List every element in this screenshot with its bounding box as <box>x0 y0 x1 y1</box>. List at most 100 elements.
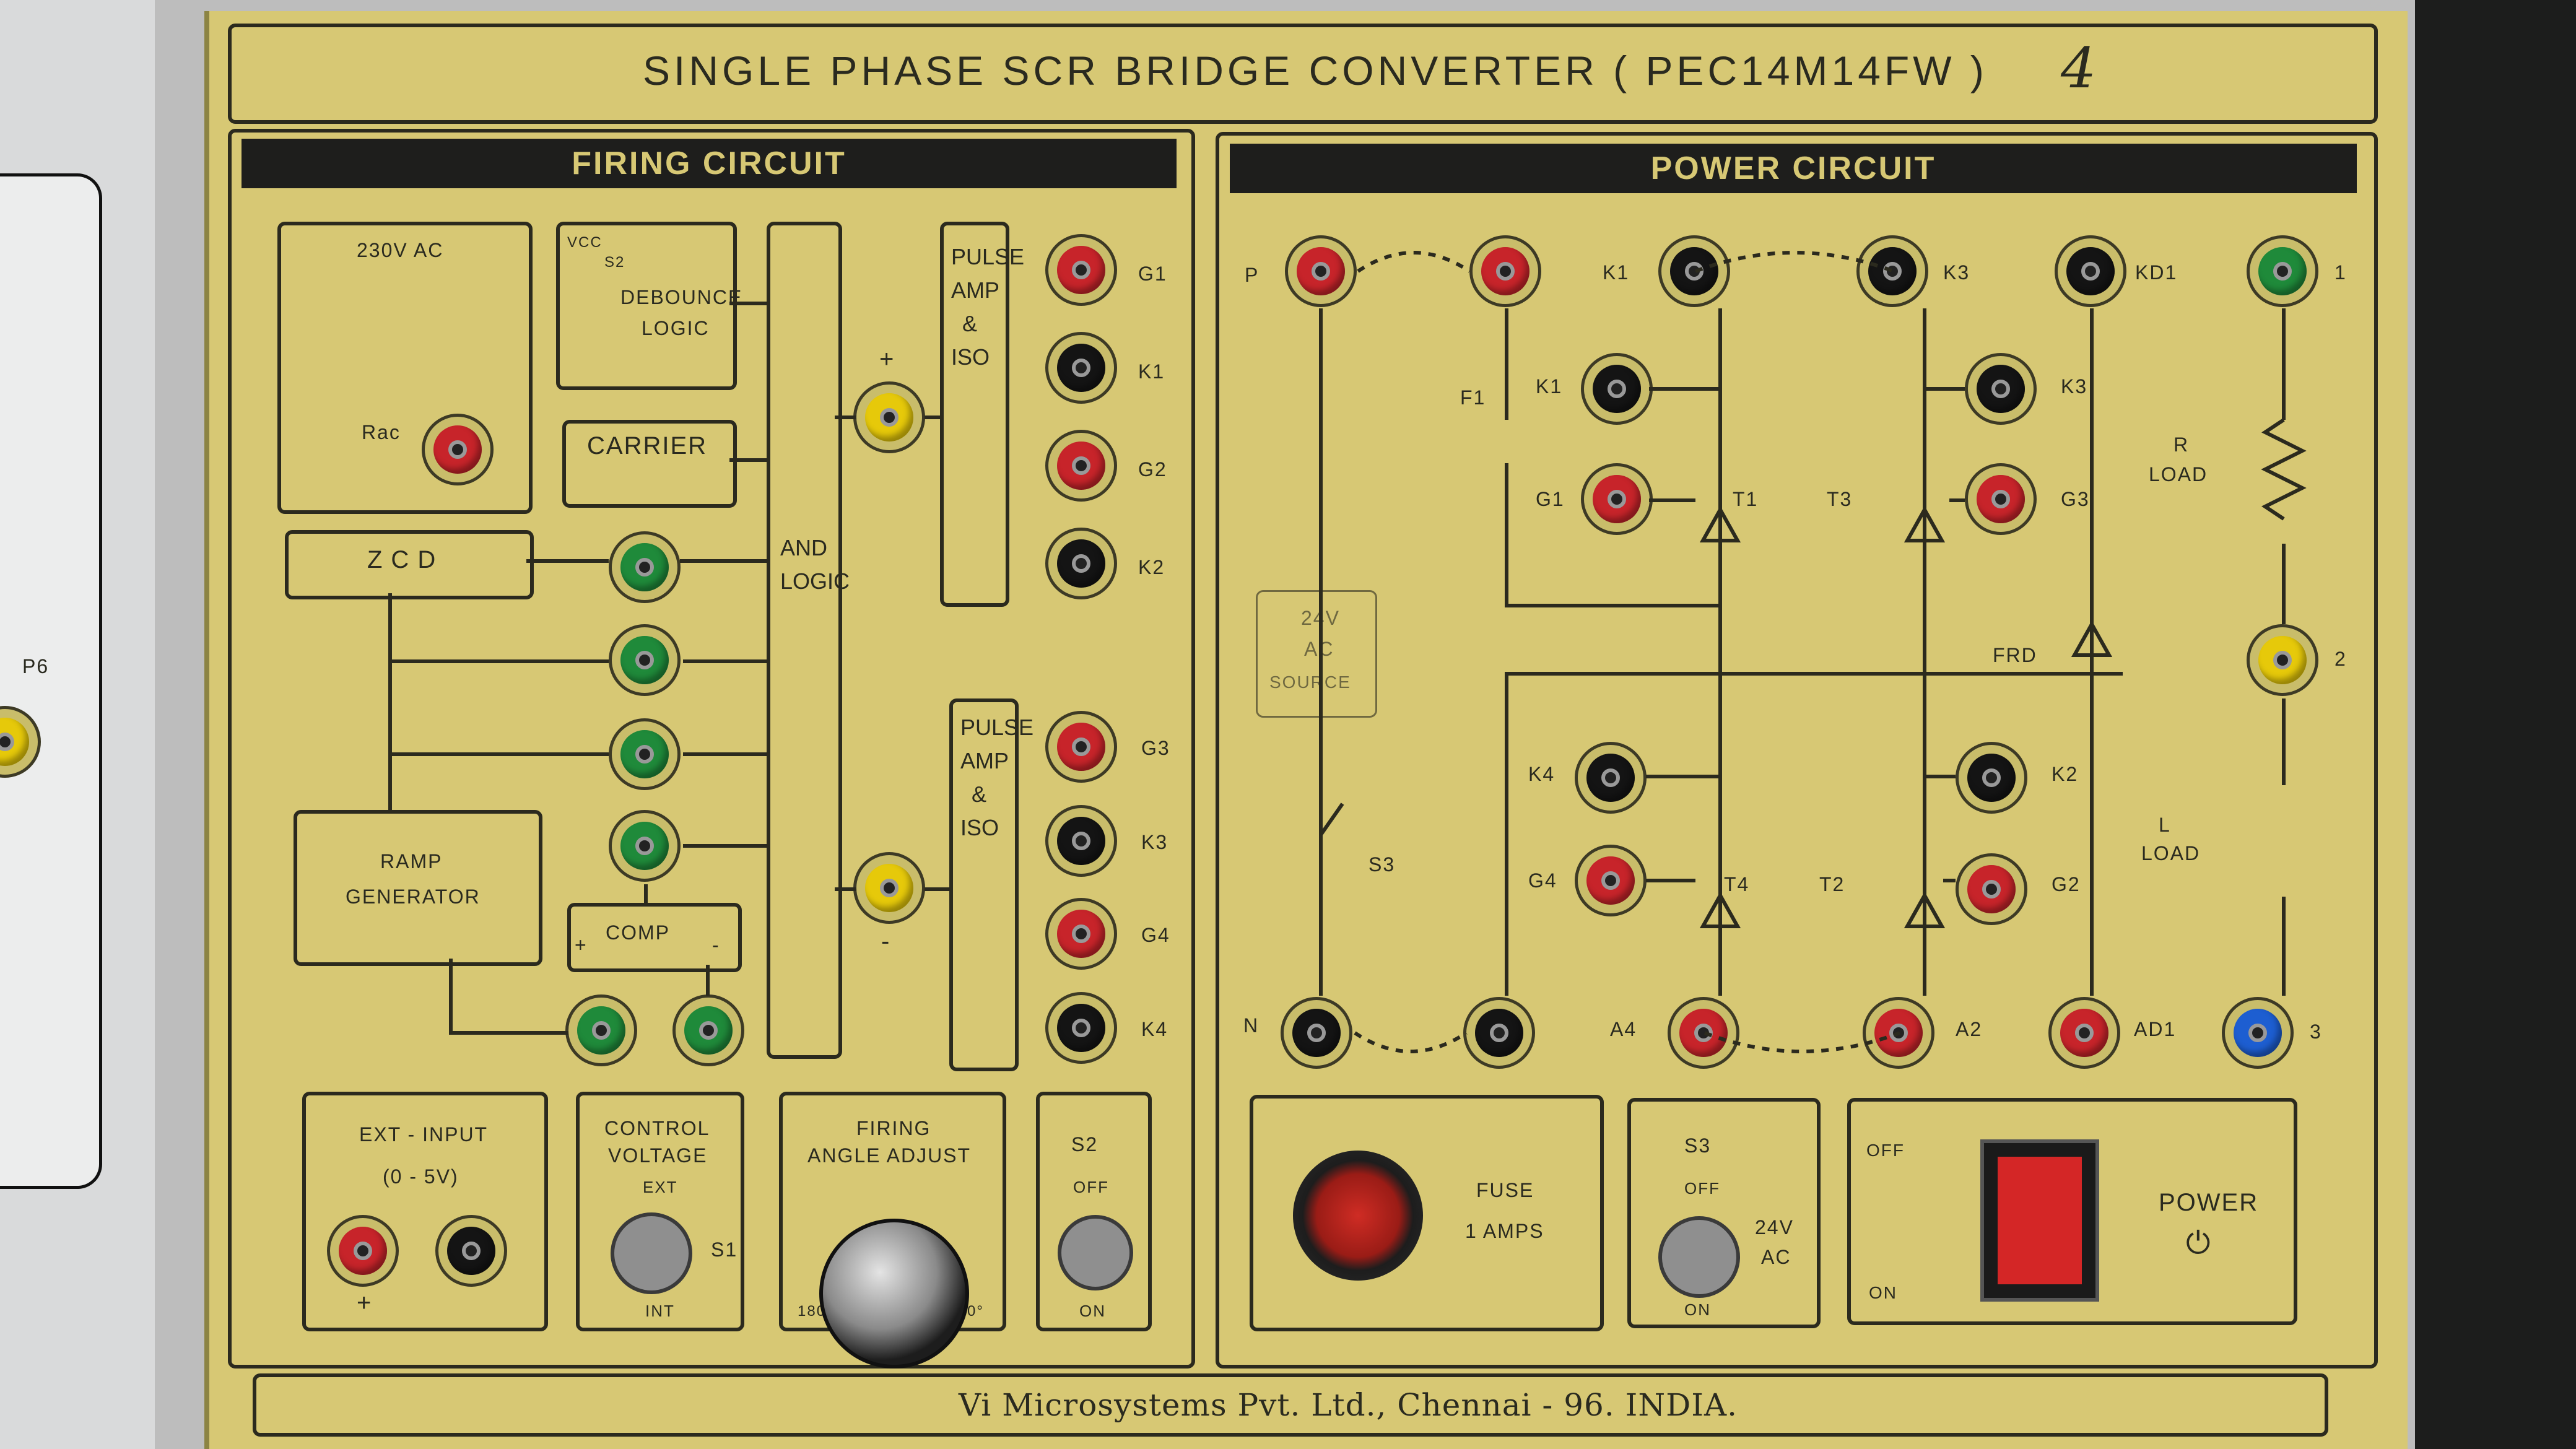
ac-source-block <box>1256 590 1377 718</box>
jack-label-k3: K3 <box>1141 831 1168 853</box>
jack-label-g3: G3 <box>1141 737 1170 759</box>
comp-input-jack[interactable] <box>672 994 744 1066</box>
kd1-jack[interactable] <box>2055 235 2126 307</box>
g4-jack[interactable] <box>1575 845 1647 916</box>
p-jack[interactable] <box>1285 235 1357 307</box>
ext-input-ground-jack[interactable] <box>435 1215 507 1287</box>
g1-label: G1 <box>1536 488 1565 510</box>
a4-label: A4 <box>1610 1018 1637 1040</box>
ac-source-ac: AC <box>1304 638 1334 660</box>
load-1-label: 1 <box>2334 261 2347 284</box>
g3-jack[interactable] <box>1965 463 2037 535</box>
fuse-block <box>1250 1095 1604 1331</box>
l-load-label: LOAD <box>2141 842 2201 864</box>
control-voltage-block <box>576 1092 744 1331</box>
a2-label: A2 <box>1956 1018 1983 1040</box>
s1-toggle-switch[interactable] <box>611 1212 692 1294</box>
k2-jack[interactable] <box>1956 742 2027 814</box>
comp-plus: + <box>575 934 588 956</box>
s3-toggle-switch[interactable] <box>1658 1216 1740 1298</box>
jack-label-k4: K4 <box>1141 1018 1168 1040</box>
k1-top-jack[interactable] <box>1658 235 1730 307</box>
k3-jack[interactable] <box>1965 353 2037 425</box>
a4-jack[interactable] <box>1668 997 1739 1069</box>
rac-label: Rac <box>362 421 401 443</box>
k2-out-jack[interactable] <box>1045 528 1117 599</box>
k3-top-jack[interactable] <box>1856 235 1928 307</box>
ramp-output-jack[interactable] <box>565 994 637 1066</box>
adjacent-panel: P6 <box>0 0 155 1449</box>
t3-label: T3 <box>1827 488 1853 510</box>
g2-out-jack[interactable] <box>1045 430 1117 502</box>
g1-out-jack[interactable] <box>1045 234 1117 306</box>
comp-output-jack[interactable] <box>609 810 681 882</box>
k1-jack[interactable] <box>1581 353 1653 425</box>
t2-label: T2 <box>1819 873 1845 895</box>
power-switch-block <box>1847 1098 2297 1325</box>
n-jack[interactable] <box>1281 997 1352 1069</box>
pulse-bottom-yellow-jack[interactable] <box>853 852 925 924</box>
k4-out-jack[interactable] <box>1045 992 1117 1064</box>
square-wave-jack[interactable] <box>609 624 681 696</box>
ext-input-block <box>302 1092 548 1331</box>
firing-angle-knob[interactable] <box>819 1219 969 1368</box>
s2-off-label: OFF <box>1073 1178 1109 1196</box>
pulse-amp-bottom-block <box>949 698 1019 1071</box>
t4-label: T4 <box>1724 873 1750 895</box>
g1-jack[interactable] <box>1581 463 1653 535</box>
k1-out-jack[interactable] <box>1045 332 1117 404</box>
debounce-label: DEBOUNCE <box>620 286 743 308</box>
fuse-holder[interactable] <box>1293 1151 1423 1281</box>
load-3-jack[interactable] <box>2222 997 2294 1069</box>
g4-out-jack[interactable] <box>1045 898 1117 970</box>
k4-jack[interactable] <box>1575 742 1647 814</box>
ext-input-plus-jack[interactable] <box>327 1215 399 1287</box>
power-circuit-header: POWER CIRCUIT <box>1230 144 2357 193</box>
and-logic-block <box>767 222 842 1059</box>
ext-input-label: EXT - INPUT <box>359 1123 489 1146</box>
inverted-square-jack[interactable] <box>609 718 681 790</box>
s2-label: S2 <box>1071 1133 1099 1155</box>
s3-ac-label: AC <box>1761 1246 1791 1268</box>
l-load-l: L <box>2159 814 2171 836</box>
trainer-panel: SINGLE PHASE SCR BRIDGE CONVERTER ( PEC1… <box>204 11 2408 1449</box>
firing-label: FIRING <box>856 1117 931 1139</box>
s2-on-label: ON <box>1079 1302 1106 1320</box>
voltage-label: VOLTAGE <box>608 1144 708 1167</box>
n-return-jack[interactable] <box>1463 997 1535 1069</box>
debounce-block <box>556 222 737 390</box>
jack-label-k2: K2 <box>1138 556 1165 578</box>
angle-adjust-label: ANGLE ADJUST <box>807 1144 972 1167</box>
title-frame <box>228 24 2378 124</box>
load-1-jack[interactable] <box>2247 235 2318 307</box>
ad1-label: AD1 <box>2134 1018 2177 1040</box>
p6-label: P6 <box>22 655 50 677</box>
g3-label: G3 <box>2061 488 2090 510</box>
fuse-label: FUSE <box>1476 1179 1534 1201</box>
comp-label: COMP <box>606 921 670 944</box>
g3-out-jack[interactable] <box>1045 711 1117 783</box>
s2-toggle-switch[interactable] <box>1058 1215 1133 1290</box>
k3-out-jack[interactable] <box>1045 805 1117 877</box>
rac-jack[interactable] <box>422 414 494 485</box>
power-circuit-frame <box>1216 132 2378 1368</box>
p-fuse-jack[interactable] <box>1469 235 1541 307</box>
zcd-output-jack[interactable] <box>609 531 681 603</box>
ac-source-label: SOURCE <box>1269 672 1351 692</box>
control-int-label: INT <box>645 1302 675 1320</box>
load-3-label: 3 <box>2310 1020 2322 1043</box>
load-2-jack[interactable] <box>2247 624 2318 696</box>
k1-label: K1 <box>1536 375 1563 398</box>
power-rocker-switch[interactable] <box>1980 1139 2099 1302</box>
ad1-jack[interactable] <box>2048 997 2120 1069</box>
background-right <box>2415 0 2576 1449</box>
k2-label: K2 <box>2052 763 2079 785</box>
manufacturer-footer: Vi Microsystems Pvt. Ltd., Chennai - 96.… <box>959 1387 1738 1423</box>
ext-input-range: (0 - 5V) <box>383 1165 459 1188</box>
g2-jack[interactable] <box>1956 853 2027 925</box>
comp-minus: - <box>712 934 720 956</box>
fuse-rating-label: 1 AMPS <box>1465 1220 1544 1242</box>
carrier-block <box>562 420 737 508</box>
carrier-label: CARRIER <box>587 432 708 459</box>
control-label: CONTROL <box>604 1117 710 1139</box>
